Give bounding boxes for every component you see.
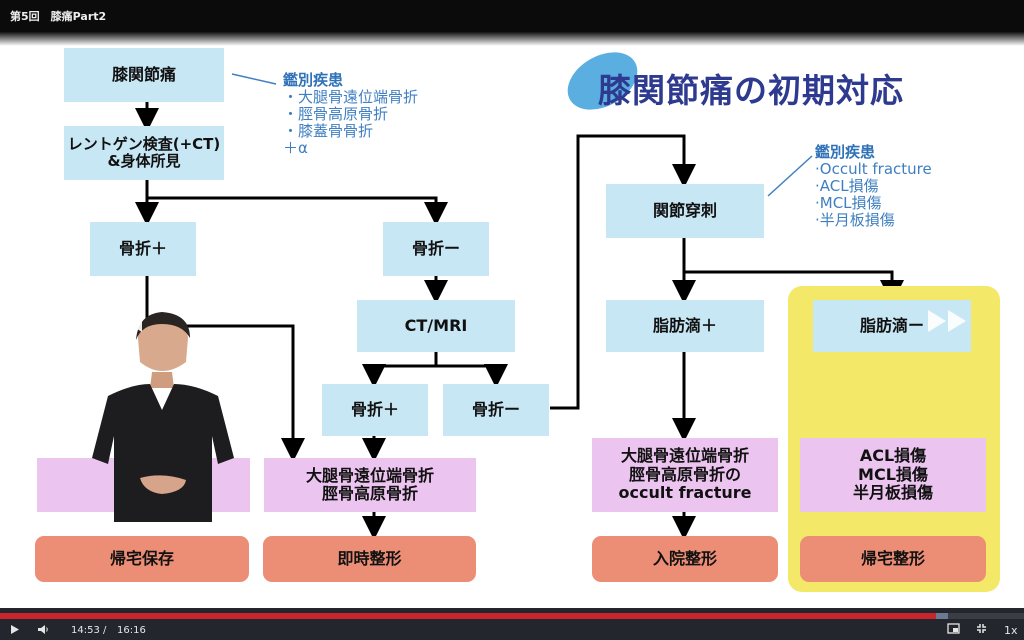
play-icon[interactable] [10,624,20,635]
note-item: ·MCL損傷 [815,194,882,212]
note-heading: 鑑別疾患 [815,143,876,161]
box-fracture-positive: 骨折＋ [90,222,196,276]
note-item: ・脛骨高原骨折 [283,105,389,123]
box-xray-exam: レントゲン検査(+CT) &身体所見 [64,126,224,180]
note-pointer-line [767,155,813,197]
note-extra: ＋α [283,139,308,157]
duration: 16:16 [117,625,146,636]
box-fracture-negative: 骨折ー [383,222,489,276]
note-pointer-line [231,73,277,85]
box-ct-fracture-positive: 骨折＋ [322,384,428,436]
rewind-icon[interactable] [100,308,144,334]
top-bar-shadow [0,32,1024,46]
differential-note-left: 鑑別疾患 ・大腿骨遠位端骨折 ・脛骨高原骨折 ・膝蓋骨骨折 ＋α [283,72,418,157]
box-immediate-ortho: 即時整形 [263,536,476,582]
progress-buffer [935,613,949,619]
box-knee-pain: 膝関節痛 [64,48,224,102]
presenter-video [92,312,234,522]
slide-title: 膝関節痛の初期対応 [598,71,904,110]
video-title: 第5回 膝痛Part2 [10,10,107,23]
current-time: 14:53 [71,625,100,636]
fast-forward-icon[interactable] [926,308,970,334]
note-item: ·半月板損傷 [815,211,895,229]
arrow [684,270,904,304]
note-item: ·ACL損傷 [815,177,879,195]
note-item: ·Occult fracture [815,160,932,178]
box-admission-ortho: 入院整形 [592,536,778,582]
box-fat-droplet-positive: 脂肪滴＋ [606,300,764,352]
exit-fullscreen-icon[interactable] [976,623,987,634]
note-item: ・膝蓋骨骨折 [283,122,374,140]
note-item: ・大腿骨遠位端骨折 [283,88,419,106]
box-ct-fracture-negative: 骨折ー [443,384,549,436]
box-occult-fracture: 大腿骨遠位端骨折 脛骨高原骨折の occult fracture [592,438,778,512]
differential-note-right: 鑑別疾患 ·Occult fracture ·ACL損傷 ·MCL損傷 ·半月板… [815,144,932,229]
arrow [362,352,438,388]
progress-fill [0,613,936,619]
arrow [145,276,305,462]
box-ligament-injury: ACL損傷 MCL損傷 半月板損傷 [800,438,986,512]
arrow [436,364,508,388]
box-fat-droplet-negative: 脂肪滴ー [813,300,971,352]
video-top-bar: 第5回 膝痛Part2 [0,0,1024,32]
video-slide[interactable]: 膝関節痛の初期対応 膝関節痛 レントゲン検査(+CT) &身体所見 骨折＋ 骨折… [0,40,1024,608]
progress-bar[interactable] [0,613,1024,619]
box-fracture-diagnosis: 大腿骨遠位端骨折 脛骨高原骨折 [264,458,476,512]
time-separator: / [103,625,107,636]
picture-in-picture-icon[interactable] [947,623,960,634]
box-home-conservative: 帰宅保存 [35,536,249,582]
box-ct-mri: CT/MRI [357,300,515,352]
box-joint-aspiration: 関節穿刺 [606,184,764,238]
note-heading: 鑑別疾患 [283,71,344,89]
playback-speed-button[interactable]: 1x [1004,624,1018,637]
box-home-ortho: 帰宅整形 [800,536,986,582]
arrow [550,134,696,410]
arrow [145,180,448,226]
volume-icon[interactable] [37,624,49,635]
